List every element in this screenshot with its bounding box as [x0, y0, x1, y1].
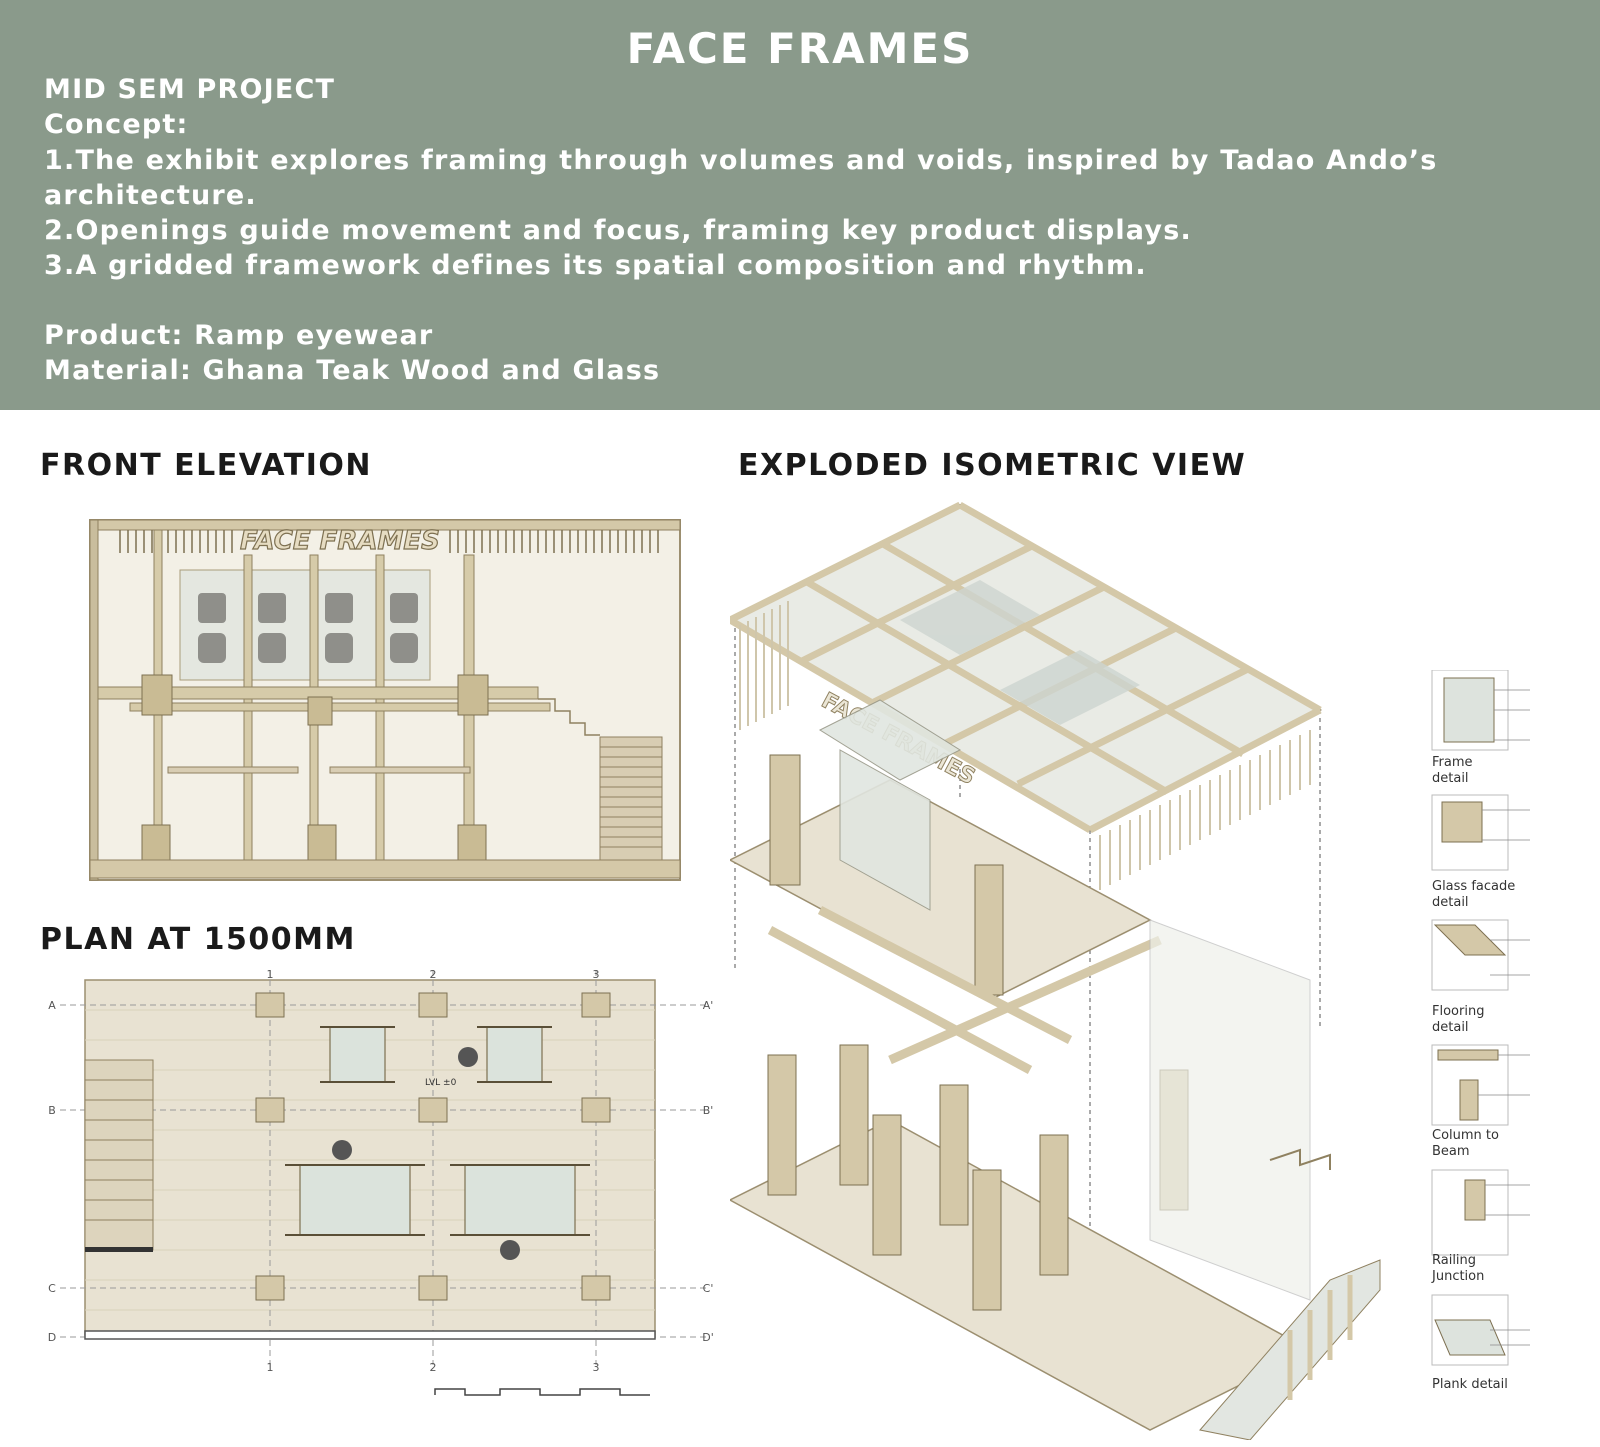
detail-label-column-beam: Column to Beam [1432, 1128, 1499, 1159]
concept-point-1-cont: architecture. [44, 180, 257, 211]
detail-label-plank: Plank detail [1432, 1377, 1508, 1392]
grid-col-2-top: 2 [430, 968, 437, 981]
grid-row-d: D [48, 1331, 56, 1344]
plan-title: PLAN AT 1500MM [40, 922, 356, 957]
concept-point-1: 1.The exhibit explores framing through v… [44, 145, 1438, 176]
grid-col-3-bottom: 3 [593, 1361, 600, 1374]
grid-col-1-bottom: 1 [267, 1361, 274, 1374]
plan-drawing: 1 2 3 1 2 3 A B C D A' B' C' D' LVL ±0 [48, 968, 714, 1396]
level-marker: LVL ±0 [425, 1078, 457, 1088]
grid-col-1-top: 1 [267, 968, 274, 981]
detail-label-frame: Frame detail [1432, 755, 1473, 786]
grid-row-a-right: A' [703, 999, 714, 1012]
exploded-isometric-drawing: FACE FRAMES [730, 501, 1381, 1440]
concept-label: Concept: [44, 109, 189, 140]
grid-row-d-right: D' [702, 1331, 714, 1344]
detail-label-glass-facade: Glass facade detail [1432, 879, 1516, 910]
material-line: Material: Ghana Teak Wood and Glass [44, 355, 661, 386]
grid-row-c-right: C' [703, 1282, 714, 1295]
front-elevation-title: FRONT ELEVATION [40, 448, 373, 483]
grid-col-2-bottom: 2 [430, 1361, 437, 1374]
header-banner: FACE FRAMES MID SEM PROJECT Concept: 1.T… [0, 0, 1600, 410]
project-label: MID SEM PROJECT [44, 74, 336, 105]
grid-col-3-top: 3 [593, 968, 600, 981]
elevation-signage: FACE FRAMES [240, 526, 440, 556]
concept-point-2: 2.Openings guide movement and focus, fra… [44, 215, 1192, 246]
grid-row-b-right: B' [703, 1104, 714, 1117]
exploded-view-title: EXPLODED ISOMETRIC VIEW [738, 448, 1247, 483]
concept-point-3: 3.A gridded framework defines its spatia… [44, 250, 1147, 281]
detail-label-railing: Railing Junction [1432, 1253, 1485, 1284]
page-title: FACE FRAMES [626, 24, 974, 73]
grid-row-c: C [48, 1282, 56, 1295]
detail-label-flooring: Flooring detail [1432, 1004, 1485, 1035]
grid-row-a: A [48, 999, 56, 1012]
grid-row-b: B [48, 1104, 56, 1117]
front-elevation-drawing: FACE FRAMES [89, 519, 681, 881]
product-line: Product: Ramp eyewear [44, 320, 434, 351]
detail-sketches [1431, 670, 1530, 1366]
